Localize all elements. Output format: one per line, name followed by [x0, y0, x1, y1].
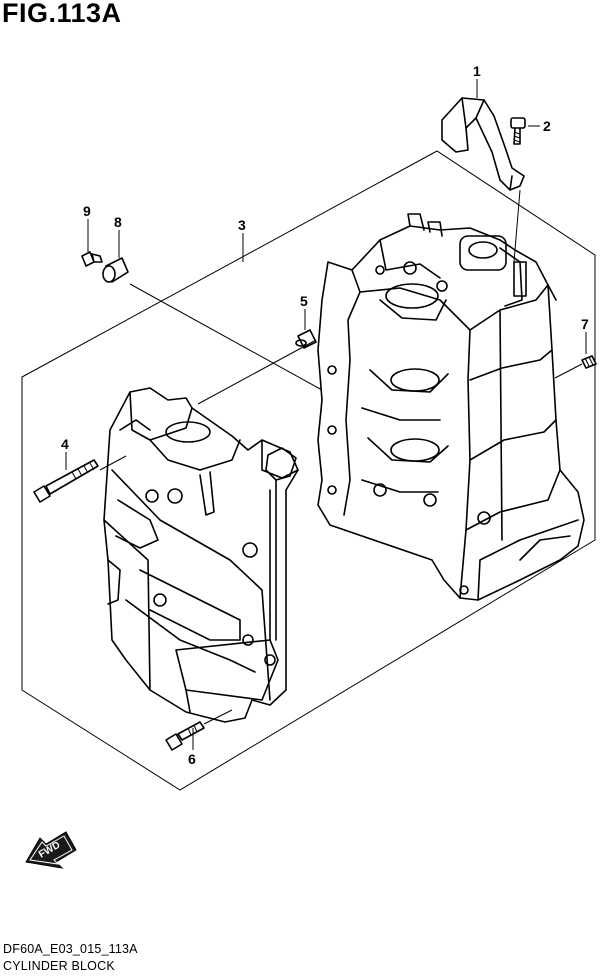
- crankcase-part: [103, 387, 299, 723]
- plug-part-7: [581, 355, 597, 369]
- figure-code: DF60A_E03_015_113A: [3, 942, 138, 956]
- cylinder-block-part: [317, 213, 585, 601]
- callout-4: 4: [61, 436, 69, 452]
- callout-7: 7: [581, 316, 589, 332]
- bracket-part: [441, 97, 525, 191]
- callout-9: 9: [83, 203, 91, 219]
- callout-6: 6: [188, 751, 196, 767]
- leader-lines: [65, 79, 587, 750]
- bolt-part-6: [165, 721, 205, 751]
- forward-direction-arrow: FWD: [25, 831, 77, 869]
- dowel-pin-part: [295, 329, 317, 349]
- screw-part-9: [81, 251, 103, 267]
- figure-title: FIG.113A: [2, 0, 122, 28]
- bolt-part-2: [510, 117, 526, 145]
- bolt-part-4: [33, 459, 99, 503]
- callout-8: 8: [114, 214, 122, 230]
- spacer-part-8: [102, 257, 129, 283]
- figure-caption: CYLINDER BLOCK: [3, 959, 115, 973]
- callout-labels: 1 2 3 4 5 6 7 8 9: [61, 63, 589, 767]
- callout-2: 2: [543, 118, 551, 134]
- assembly-frame: [21, 150, 596, 791]
- callout-5: 5: [300, 293, 308, 309]
- callout-3: 3: [238, 217, 246, 233]
- fwd-arrow-icon: [25, 831, 77, 869]
- callout-1: 1: [473, 63, 481, 79]
